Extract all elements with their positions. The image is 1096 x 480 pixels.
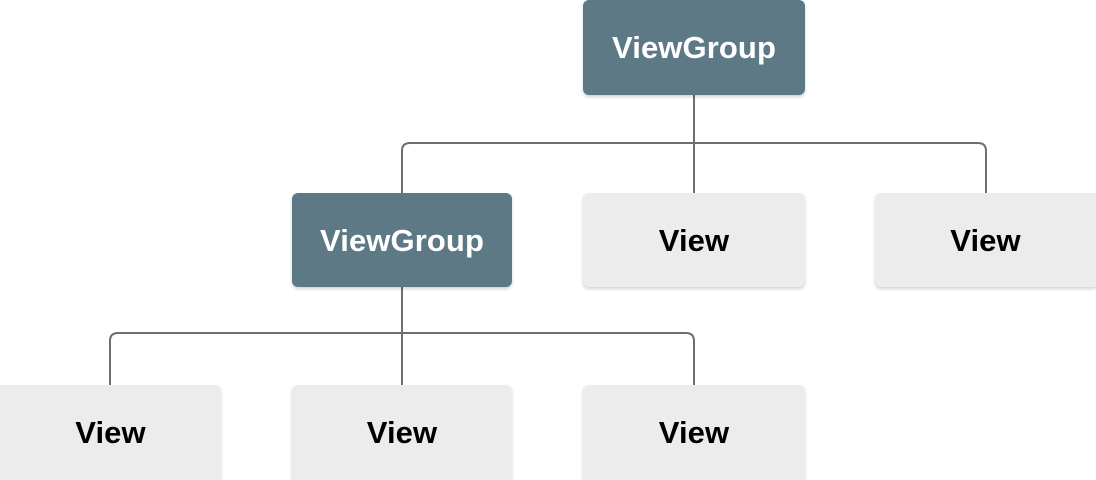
connector-line xyxy=(109,332,695,385)
node-l3-b[interactable]: View xyxy=(292,385,512,480)
node-label: ViewGroup xyxy=(612,30,776,65)
node-label: View xyxy=(658,222,730,258)
node-l2-b[interactable]: View xyxy=(583,193,805,287)
node-l2-a[interactable]: ViewGroup xyxy=(292,193,512,287)
node-l3-c[interactable]: View xyxy=(583,385,805,480)
node-l2-c[interactable]: View xyxy=(875,193,1096,287)
node-l3-a[interactable]: View xyxy=(0,385,221,480)
node-label: ViewGroup xyxy=(320,222,484,258)
node-label: View xyxy=(658,415,730,450)
node-label: View xyxy=(950,222,1021,258)
node-label: View xyxy=(75,415,146,450)
node-label: View xyxy=(366,415,438,450)
node-root[interactable]: ViewGroup xyxy=(583,0,805,95)
connector-line xyxy=(401,142,987,193)
